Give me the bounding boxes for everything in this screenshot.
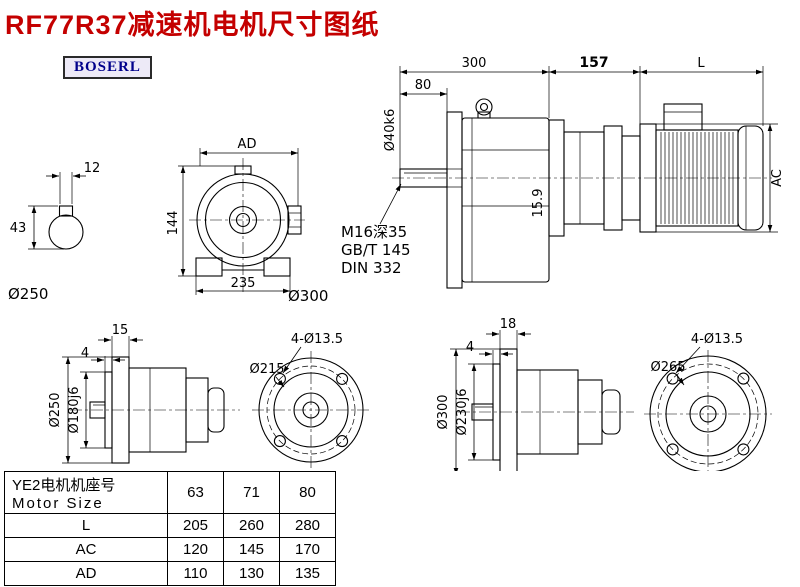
dim-L: L bbox=[697, 56, 705, 71]
flange-a-side-view: 15 4 Ø250 Ø180j6 bbox=[48, 323, 240, 464]
value-cell: 120 bbox=[167, 537, 224, 562]
dim-flange-b-bolt-circle: Ø265 bbox=[650, 360, 685, 375]
value-cell: 130 bbox=[223, 561, 280, 586]
dim-flange-a-bolt-circle: Ø215 bbox=[249, 362, 284, 377]
flange-b-front-view: 4-Ø13.5 Ø265 bbox=[644, 332, 772, 471]
size-80-cell: 80 bbox=[279, 471, 336, 514]
row-label: AD bbox=[4, 561, 168, 586]
flange-a-front-view: 4-Ø13.5 Ø215 bbox=[249, 332, 370, 469]
row-label: L bbox=[4, 513, 168, 538]
technical-drawing: 12 43 Ø250 AD 144 235 bbox=[8, 55, 785, 471]
dim-flange-b-dia: Ø300 bbox=[436, 394, 451, 429]
dim-flange-a-thickness: 15 bbox=[112, 323, 129, 338]
dim-ad: AD bbox=[238, 137, 257, 152]
page-title: RF77R37减速机电机尺寸图纸 bbox=[5, 10, 380, 40]
dim-flange-a-holes: 4-Ø13.5 bbox=[291, 332, 343, 347]
dim-shaft-dia: Ø40k6 bbox=[383, 109, 398, 152]
note-tap-standard-gb: GB/T 145 bbox=[341, 241, 411, 259]
dim-300: 300 bbox=[462, 56, 487, 71]
dim-80: 80 bbox=[415, 78, 432, 93]
row-label: AC bbox=[4, 537, 168, 562]
dim-flange-a-dia: Ø250 bbox=[48, 392, 63, 427]
table-header-row: YE2电机机座号 Motor Size 63 71 80 bbox=[4, 471, 336, 514]
dim-key-width: 12 bbox=[84, 161, 101, 176]
value-cell: 260 bbox=[223, 513, 280, 538]
dim-flange-b-spigot-depth: 4 bbox=[466, 340, 474, 355]
dim-flange-a-spigot-depth: 4 bbox=[81, 346, 89, 361]
table-row-AD: AD 110 130 135 bbox=[4, 561, 336, 586]
shaft-section-view: 12 43 Ø250 bbox=[8, 161, 100, 303]
value-cell: 135 bbox=[279, 561, 336, 586]
label-flange-300: Ø300 bbox=[288, 287, 328, 305]
header-label-en: Motor Size bbox=[12, 494, 104, 512]
size-71-cell: 71 bbox=[223, 471, 280, 514]
gearbox-front-view: AD 144 235 bbox=[166, 137, 305, 295]
value-cell: 145 bbox=[223, 537, 280, 562]
note-tap-standard-din: DIN 332 bbox=[341, 259, 402, 277]
note-tap-size: M16深35 bbox=[341, 223, 407, 241]
dim-144: 144 bbox=[166, 211, 181, 236]
dim-235: 235 bbox=[231, 276, 256, 291]
dim-flange-b-holes: 4-Ø13.5 bbox=[691, 332, 743, 347]
dim-ac: AC bbox=[770, 169, 785, 187]
table-row-L: L 205 260 280 bbox=[4, 513, 336, 538]
value-cell: 110 bbox=[167, 561, 224, 586]
value-cell: 170 bbox=[279, 537, 336, 562]
dim-flange-b-spigot-dia: Ø230j6 bbox=[455, 389, 470, 436]
flange-b-side-view: 18 4 Ø300 Ø230j6 bbox=[436, 317, 634, 471]
assembly-side-view: 80 300 157 L Ø40k6 AC 15.9 M16深35 GB/T 1… bbox=[288, 55, 785, 305]
header-motor-size-cell: YE2电机机座号 Motor Size bbox=[4, 471, 168, 514]
size-63-cell: 63 bbox=[167, 471, 224, 514]
dim-flange-a-spigot-dia: Ø180j6 bbox=[67, 387, 82, 434]
header-label-cn: YE2电机机座号 bbox=[12, 476, 116, 494]
motor-size-table: YE2电机机座号 Motor Size 63 71 80 L 205 260 2… bbox=[4, 471, 336, 586]
label-flange-250: Ø250 bbox=[8, 285, 48, 303]
table-row-AC: AC 120 145 170 bbox=[4, 537, 336, 562]
value-cell: 280 bbox=[279, 513, 336, 538]
value-cell: 205 bbox=[167, 513, 224, 538]
dim-flange-b-thickness: 18 bbox=[500, 317, 517, 332]
dim-157: 157 bbox=[579, 55, 608, 71]
dim-key-height: 15.9 bbox=[531, 189, 546, 218]
brand-logo: BOSERL bbox=[63, 56, 152, 79]
dim-section-height: 43 bbox=[10, 221, 27, 236]
